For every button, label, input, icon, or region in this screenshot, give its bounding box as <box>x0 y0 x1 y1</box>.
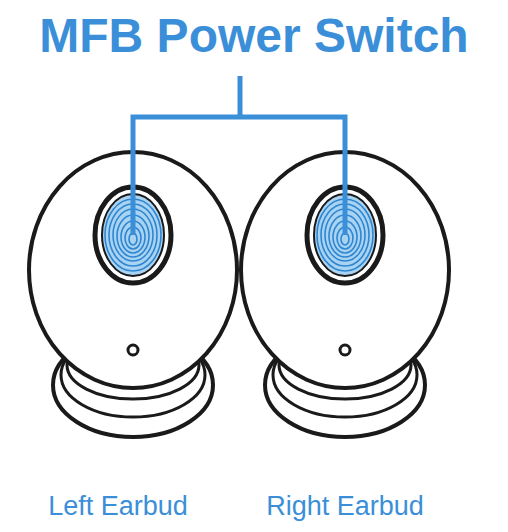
leader-bracket <box>133 76 345 235</box>
part-label: Right Earbud <box>266 490 424 522</box>
part-label: Left Earbud <box>48 490 188 522</box>
diagram-title: MFB Power Switch <box>39 8 468 64</box>
